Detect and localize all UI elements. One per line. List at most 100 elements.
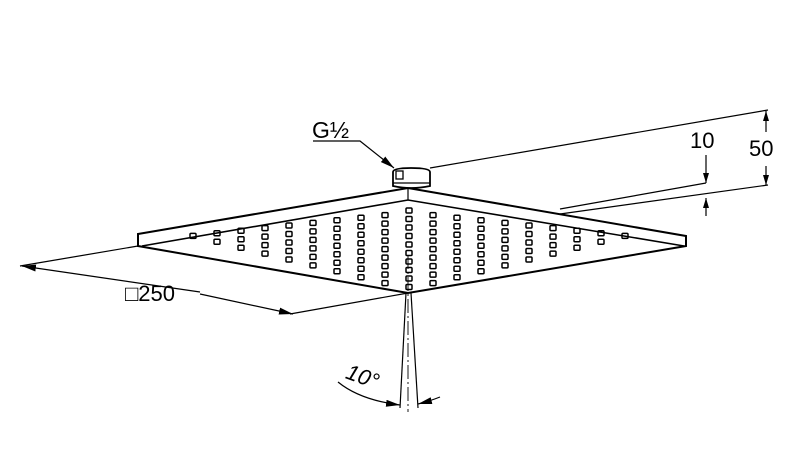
nozzle bbox=[357, 214, 365, 221]
nozzle bbox=[381, 262, 389, 270]
nozzle bbox=[477, 259, 485, 267]
nozzle bbox=[477, 251, 485, 258]
nozzle bbox=[381, 228, 389, 236]
nozzle bbox=[405, 275, 413, 282]
nozzle bbox=[453, 222, 461, 230]
width-dimension-label: □250 bbox=[125, 281, 175, 306]
nozzle bbox=[597, 230, 605, 237]
nozzle bbox=[453, 248, 461, 255]
nozzle bbox=[621, 232, 629, 240]
nozzle bbox=[453, 239, 461, 247]
nozzle bbox=[549, 224, 557, 232]
nozzle bbox=[405, 283, 413, 291]
nozzle bbox=[477, 242, 485, 250]
nozzle bbox=[381, 279, 389, 287]
nozzle bbox=[261, 250, 269, 257]
nozzle bbox=[285, 239, 293, 246]
nozzle bbox=[309, 236, 317, 244]
nozzle bbox=[333, 259, 341, 267]
connector-thread bbox=[392, 167, 431, 189]
nozzle bbox=[453, 214, 461, 221]
nozzle bbox=[429, 254, 437, 261]
nozzle bbox=[453, 256, 461, 264]
nozzle bbox=[573, 235, 581, 243]
nozzle bbox=[525, 239, 533, 246]
thread-label: G½ bbox=[312, 117, 349, 143]
nozzle bbox=[381, 245, 389, 253]
nozzle bbox=[333, 268, 341, 275]
nozzle bbox=[261, 224, 269, 232]
nozzle bbox=[405, 266, 413, 274]
nozzle bbox=[501, 219, 509, 227]
nozzle bbox=[429, 211, 437, 219]
nozzle bbox=[477, 234, 485, 241]
nozzle bbox=[405, 215, 413, 223]
nozzle bbox=[309, 253, 317, 261]
nozzle bbox=[477, 225, 485, 233]
nozzle bbox=[285, 256, 293, 263]
nozzle bbox=[405, 241, 413, 248]
nozzle bbox=[357, 273, 365, 281]
nozzle bbox=[237, 244, 245, 251]
nozzle bbox=[309, 262, 317, 269]
nozzle bbox=[525, 222, 533, 229]
nozzle bbox=[501, 228, 509, 235]
nozzle bbox=[237, 227, 245, 234]
nozzle bbox=[237, 235, 245, 243]
nozzle bbox=[333, 217, 341, 224]
nozzle bbox=[501, 245, 509, 252]
nozzle bbox=[597, 238, 605, 246]
nozzle bbox=[309, 228, 317, 235]
nozzle bbox=[309, 245, 317, 252]
nozzle bbox=[285, 230, 293, 238]
nozzle bbox=[189, 232, 197, 240]
nozzle bbox=[405, 207, 413, 214]
spray-cone bbox=[337, 255, 441, 412]
nozzle bbox=[213, 230, 221, 237]
nozzle bbox=[333, 225, 341, 233]
nozzle bbox=[525, 247, 533, 255]
nozzle bbox=[405, 249, 413, 257]
nozzle bbox=[357, 239, 365, 247]
nozzle bbox=[381, 211, 389, 219]
nozzle bbox=[357, 265, 365, 272]
nozzle bbox=[453, 265, 461, 272]
nozzle bbox=[261, 241, 269, 249]
nozzle bbox=[309, 219, 317, 227]
nozzle bbox=[357, 256, 365, 264]
nozzle bbox=[405, 224, 413, 231]
nozzle bbox=[381, 271, 389, 278]
nozzle bbox=[429, 271, 437, 278]
nozzle bbox=[429, 237, 437, 244]
nozzle bbox=[285, 247, 293, 255]
nozzle bbox=[285, 222, 293, 229]
nozzle bbox=[429, 245, 437, 253]
nozzle bbox=[477, 217, 485, 224]
nozzle-grid bbox=[189, 207, 629, 291]
nozzle bbox=[501, 262, 509, 269]
nozzle bbox=[357, 248, 365, 255]
nozzle bbox=[573, 227, 581, 234]
nozzle bbox=[429, 279, 437, 287]
thread-leader-line bbox=[313, 140, 395, 169]
nozzle bbox=[453, 273, 461, 281]
nozzle bbox=[549, 241, 557, 249]
nozzle bbox=[501, 253, 509, 261]
nozzle bbox=[477, 268, 485, 275]
nozzle bbox=[333, 251, 341, 258]
nozzle bbox=[357, 231, 365, 238]
nozzle bbox=[381, 254, 389, 261]
width-dimension-lines bbox=[19, 245, 409, 315]
nozzle bbox=[501, 236, 509, 244]
nozzle bbox=[213, 238, 221, 246]
nozzle bbox=[429, 228, 437, 236]
nozzle bbox=[333, 234, 341, 241]
nozzle bbox=[525, 256, 533, 263]
nozzle bbox=[429, 262, 437, 270]
nozzle bbox=[357, 222, 365, 230]
nozzle bbox=[549, 250, 557, 257]
nozzle bbox=[525, 230, 533, 238]
plate-thickness-label: 10 bbox=[690, 128, 714, 153]
